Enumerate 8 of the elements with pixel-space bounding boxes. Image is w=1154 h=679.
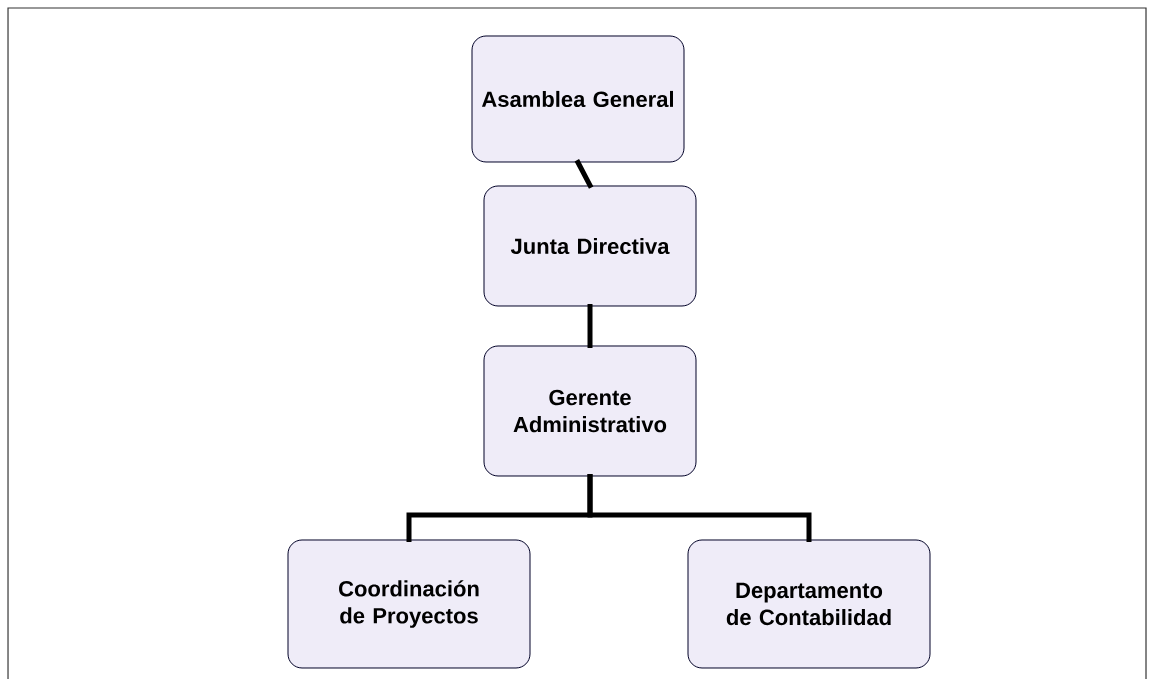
connector-line: [575, 160, 593, 188]
org-box: Gerente Administrativo: [483, 345, 697, 477]
org-box: Departamento de Contabilidad: [687, 539, 931, 669]
org-box: Coordinación de Proyectos: [287, 539, 531, 669]
connector-line: [587, 474, 812, 542]
connector-line: [587, 304, 593, 348]
org-box: Junta Directiva: [483, 185, 697, 307]
org-box: Asamblea General: [471, 35, 685, 163]
